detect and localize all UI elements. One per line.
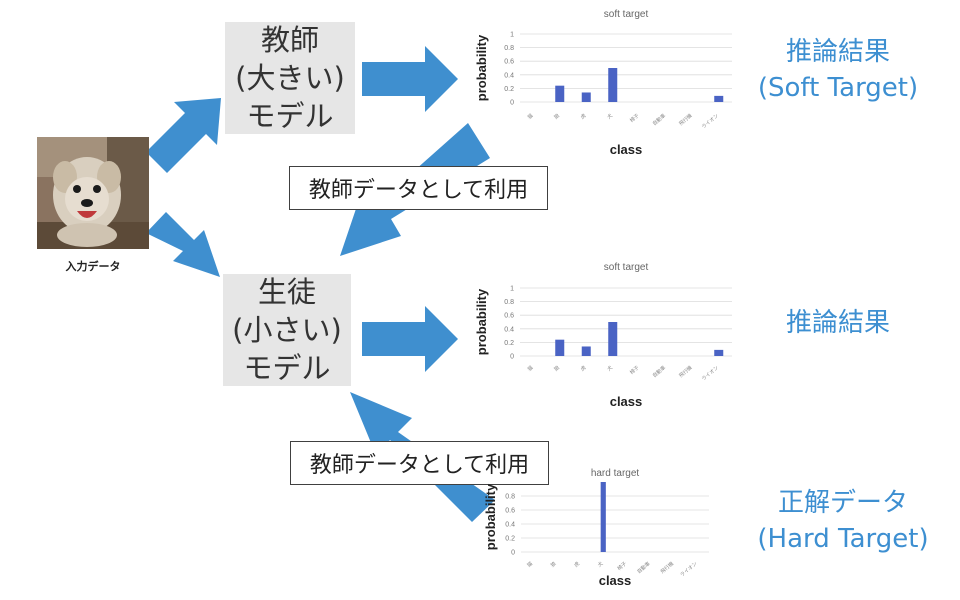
y-tick-label: 0.4 xyxy=(504,72,514,79)
teacher-soft-target-chart: soft target 0 0.2 0.4 0.6 0.8 1 probability 猫 狼 虎 犬… xyxy=(470,2,740,162)
x-axis-label: class xyxy=(610,394,643,409)
category-label: 猫 xyxy=(526,560,534,569)
bar xyxy=(555,85,565,102)
category-label: 飛行機 xyxy=(659,560,675,575)
category-label: 椅子 xyxy=(628,364,640,376)
bar xyxy=(714,95,724,102)
category-label: 虎 xyxy=(579,112,587,121)
arrow-student-to-chart xyxy=(362,306,458,372)
soft-target-result-label: 推論結果 (Soft Target) xyxy=(748,34,928,106)
category-label: 自動車 xyxy=(636,560,652,575)
use-as-teacher-data-label-1: 教師データとして利用 xyxy=(289,166,548,210)
teacher-line3: モデル xyxy=(246,99,334,133)
category-label: 椅子 xyxy=(616,560,628,572)
student-result-label: 推論結果 xyxy=(748,305,928,341)
soft-result-line1: 推論結果 xyxy=(785,37,890,67)
y-tick-label: 0.2 xyxy=(505,536,515,543)
y-tick-label: 0.2 xyxy=(504,340,514,347)
y-axis-label: probability xyxy=(483,483,498,550)
bar xyxy=(555,339,565,356)
y-tick-label: 0.8 xyxy=(505,494,515,501)
category-label: 飛行機 xyxy=(678,364,694,379)
category-label: 虎 xyxy=(579,364,587,373)
category-label: 自動車 xyxy=(651,112,667,127)
chart-title: soft target xyxy=(604,9,649,20)
category-label: 犬 xyxy=(606,112,614,121)
bar xyxy=(714,349,724,356)
category-label: 犬 xyxy=(606,364,614,373)
category-label: 虎 xyxy=(573,560,581,569)
y-tick-label: 0.4 xyxy=(505,522,515,529)
y-tick-label: 0.6 xyxy=(505,508,515,515)
category-label: 自動車 xyxy=(651,364,667,379)
student-result-line1: 推論結果 xyxy=(785,308,890,338)
chart-title: soft target xyxy=(604,262,649,273)
y-tick-label: 0.8 xyxy=(504,299,514,306)
x-axis-label: class xyxy=(610,142,643,157)
category-label: 椅子 xyxy=(628,112,640,124)
category-label: 狼 xyxy=(549,560,557,569)
bar xyxy=(608,322,618,356)
category-label: ライオン xyxy=(701,365,720,382)
y-axis-label: probability xyxy=(474,288,489,355)
y-tick-label: 0.2 xyxy=(504,86,514,93)
category-label: 狼 xyxy=(553,112,561,121)
arrow-input-to-student xyxy=(146,212,220,277)
category-label: 犬 xyxy=(596,560,604,569)
bar xyxy=(581,92,591,102)
ground-truth-label: 正解データ (Hard Target) xyxy=(748,485,938,557)
category-label: 飛行機 xyxy=(678,112,694,127)
student-line2: (小さい) xyxy=(232,313,342,347)
y-tick-label: 0.6 xyxy=(504,313,514,320)
y-tick-label: 0 xyxy=(511,550,515,557)
teacher-model-box: 教師 (大きい) モデル xyxy=(225,22,355,134)
category-label: 猫 xyxy=(526,364,534,373)
teacher-line2: (大きい) xyxy=(235,61,345,95)
y-tick-label: 1 xyxy=(510,32,514,39)
category-label: ライオン xyxy=(701,113,720,130)
y-tick-label: 0.4 xyxy=(504,326,514,333)
ground-truth-line2: (Hard Target) xyxy=(757,524,929,554)
teacher-line1: 教師 xyxy=(260,23,319,57)
student-line1: 生徒 xyxy=(257,275,316,309)
x-axis-label: class xyxy=(599,573,632,588)
y-tick-label: 1 xyxy=(510,286,514,293)
student-line3: モデル xyxy=(243,351,331,385)
arrow-input-to-teacher xyxy=(146,98,221,173)
hard-target-chart: hard target 0 0.2 0.4 0.6 0.8 probability 猫 狼 虎 犬 椅… xyxy=(483,466,715,596)
student-model-box: 生徒 (小さい) モデル xyxy=(223,274,351,386)
soft-result-line2: (Soft Target) xyxy=(757,73,919,103)
ground-truth-line1: 正解データ xyxy=(777,488,908,518)
category-label: ライオン xyxy=(679,561,698,578)
y-tick-label: 0 xyxy=(510,100,514,107)
use-as-teacher-data-label-2: 教師データとして利用 xyxy=(290,441,549,485)
category-label: 狼 xyxy=(553,364,561,373)
bar xyxy=(581,346,591,356)
input-dog-photo xyxy=(37,137,149,249)
category-label: 猫 xyxy=(526,112,534,121)
input-data-caption: 入力データ xyxy=(65,260,121,273)
y-tick-label: 0 xyxy=(510,354,514,361)
bar xyxy=(600,482,606,552)
y-axis-label: probability xyxy=(474,34,489,101)
y-tick-label: 0.6 xyxy=(504,59,514,66)
bar xyxy=(608,68,618,102)
chart-title: hard target xyxy=(591,468,640,479)
y-tick-label: 0.8 xyxy=(504,45,514,52)
arrow-teacher-to-chart xyxy=(362,46,458,112)
student-soft-target-chart: soft target 0 0.2 0.4 0.6 0.8 1 probability 猫 狼 虎 犬… xyxy=(470,256,740,416)
